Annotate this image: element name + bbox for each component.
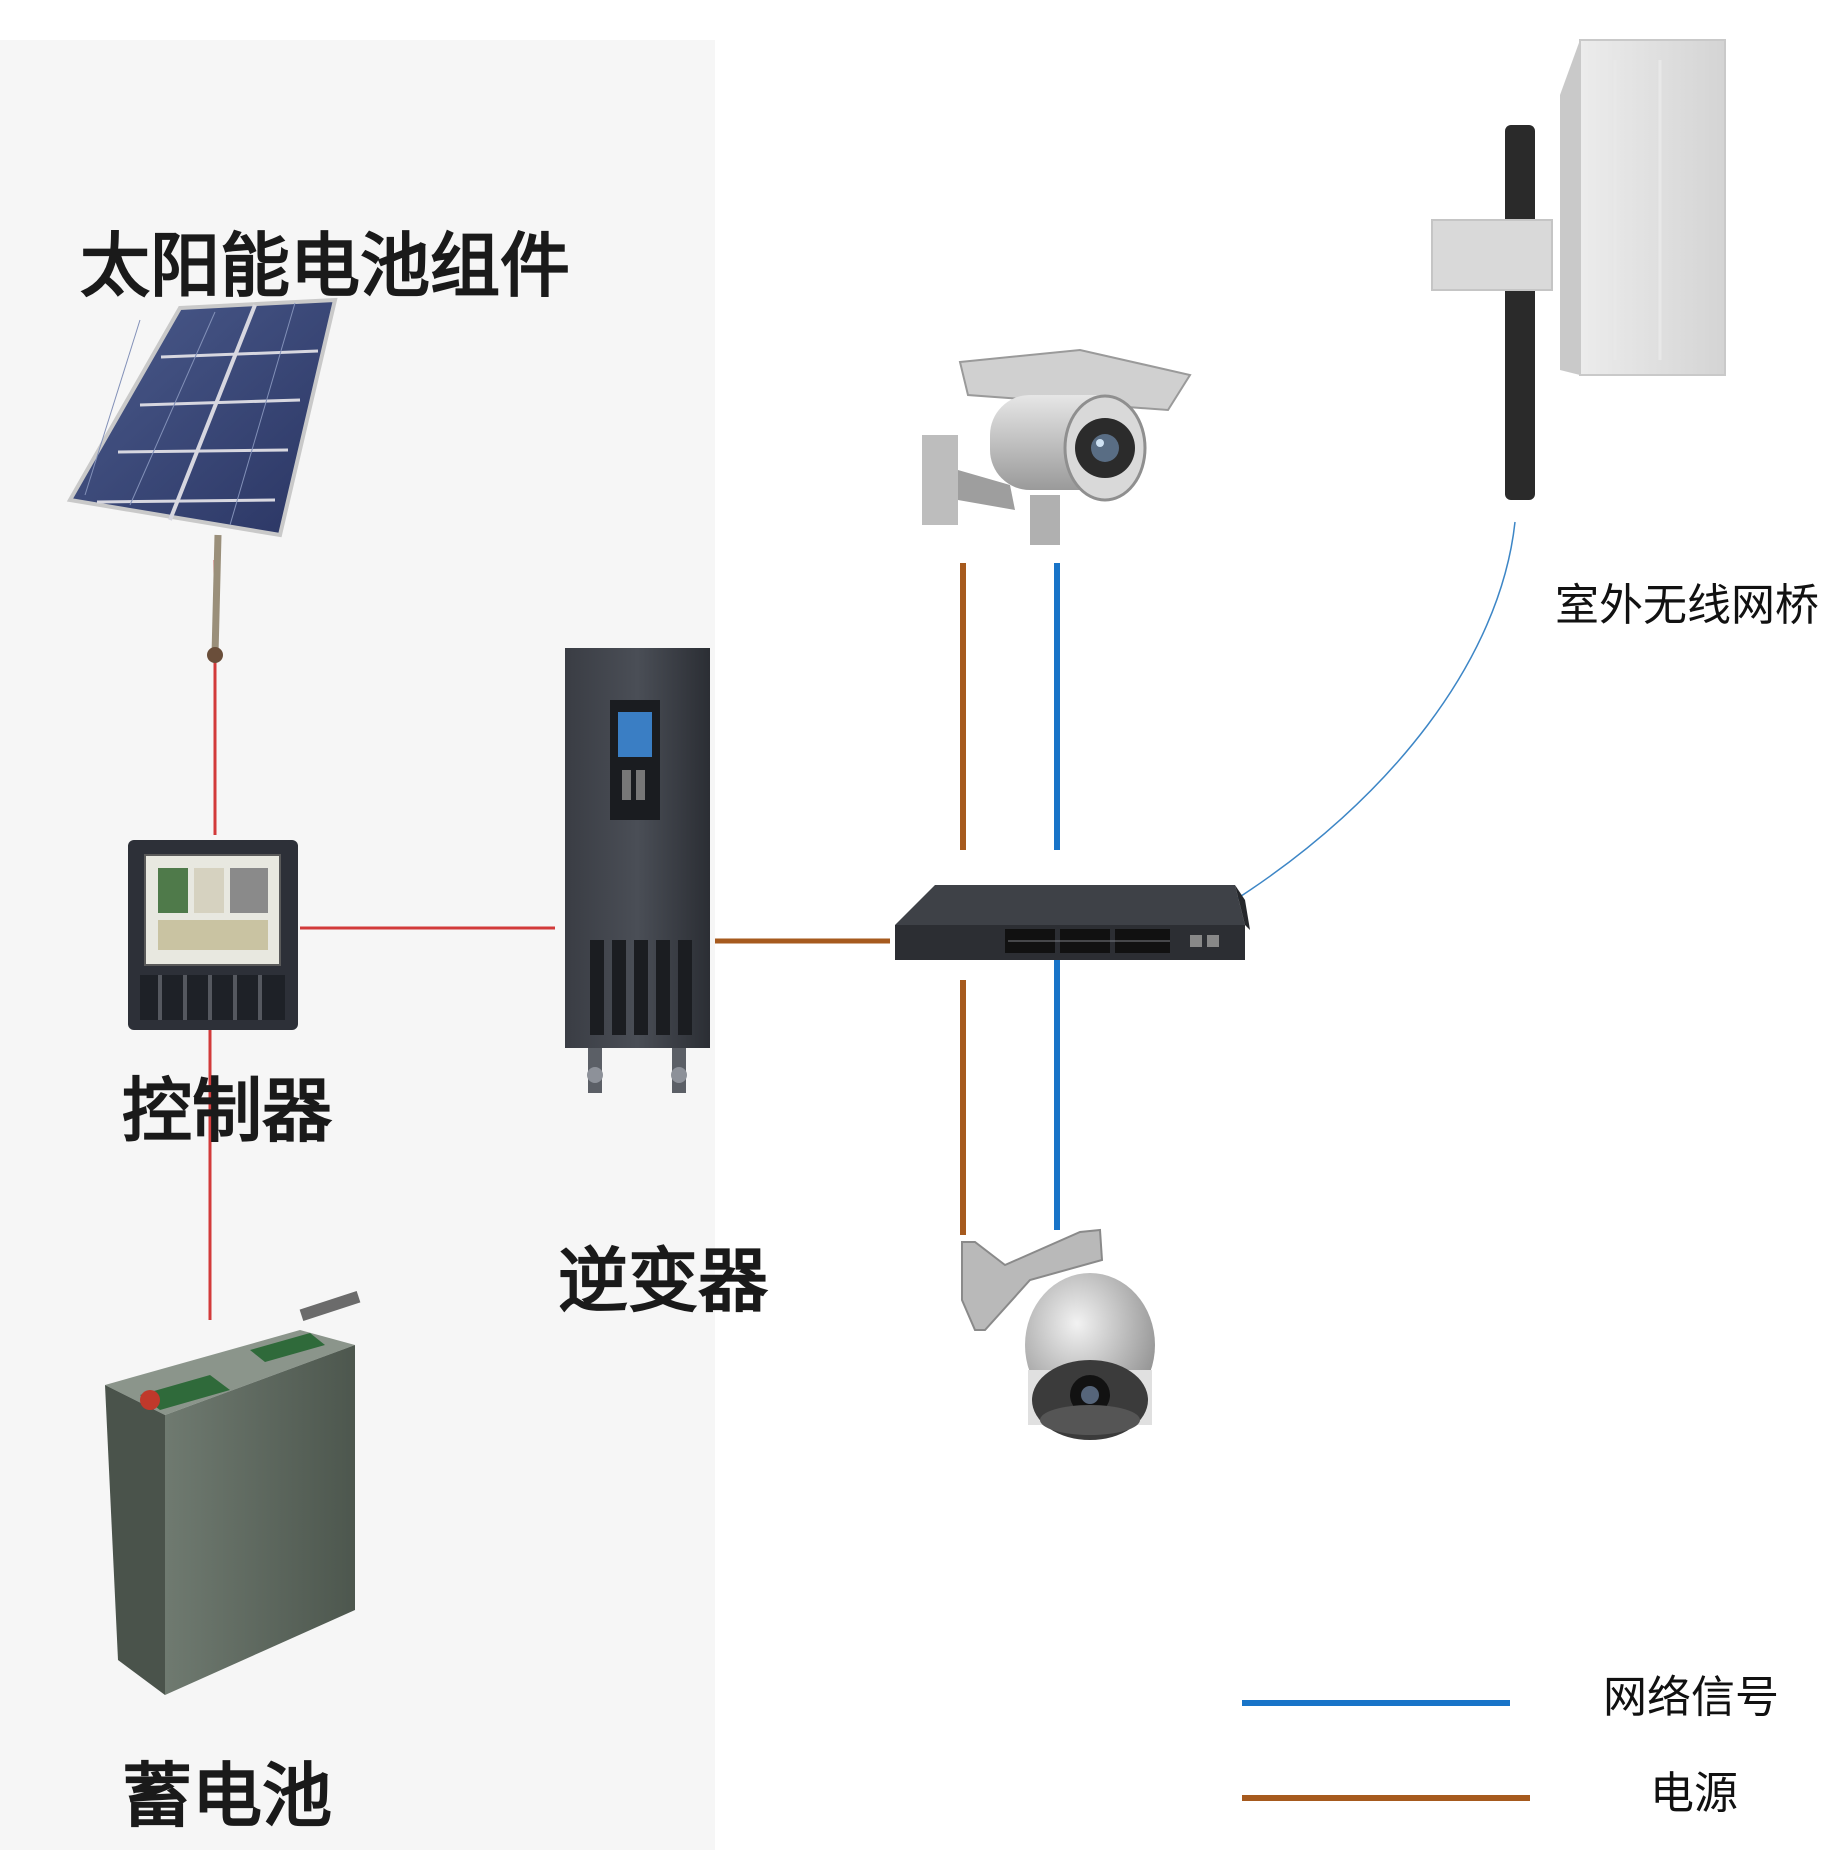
network-switch: [895, 885, 1250, 960]
bridge-network-link: [1234, 521, 1516, 901]
controller-label: 控制器: [122, 1070, 333, 1152]
legend-network-label: 网络信号: [1603, 1672, 1779, 1723]
legend-power-label: 电源: [1650, 1768, 1738, 1819]
battery-label: 蓄电池: [122, 1755, 332, 1837]
controller-device: [128, 840, 298, 1030]
dome-camera: [961, 1228, 1155, 1440]
inverter-label: 逆变器: [558, 1240, 769, 1322]
legend: 网络信号 电源: [1242, 1672, 1779, 1819]
solar-panel: [66, 297, 338, 663]
inverter-device: [565, 648, 710, 1093]
battery-device: [105, 1291, 361, 1695]
solar-panel-label: 太阳能电池组件: [80, 225, 570, 307]
wireless-bridge: [1431, 39, 1726, 500]
bullet-camera: [922, 348, 1192, 545]
wireless-bridge-label: 室外无线网桥: [1555, 580, 1819, 631]
